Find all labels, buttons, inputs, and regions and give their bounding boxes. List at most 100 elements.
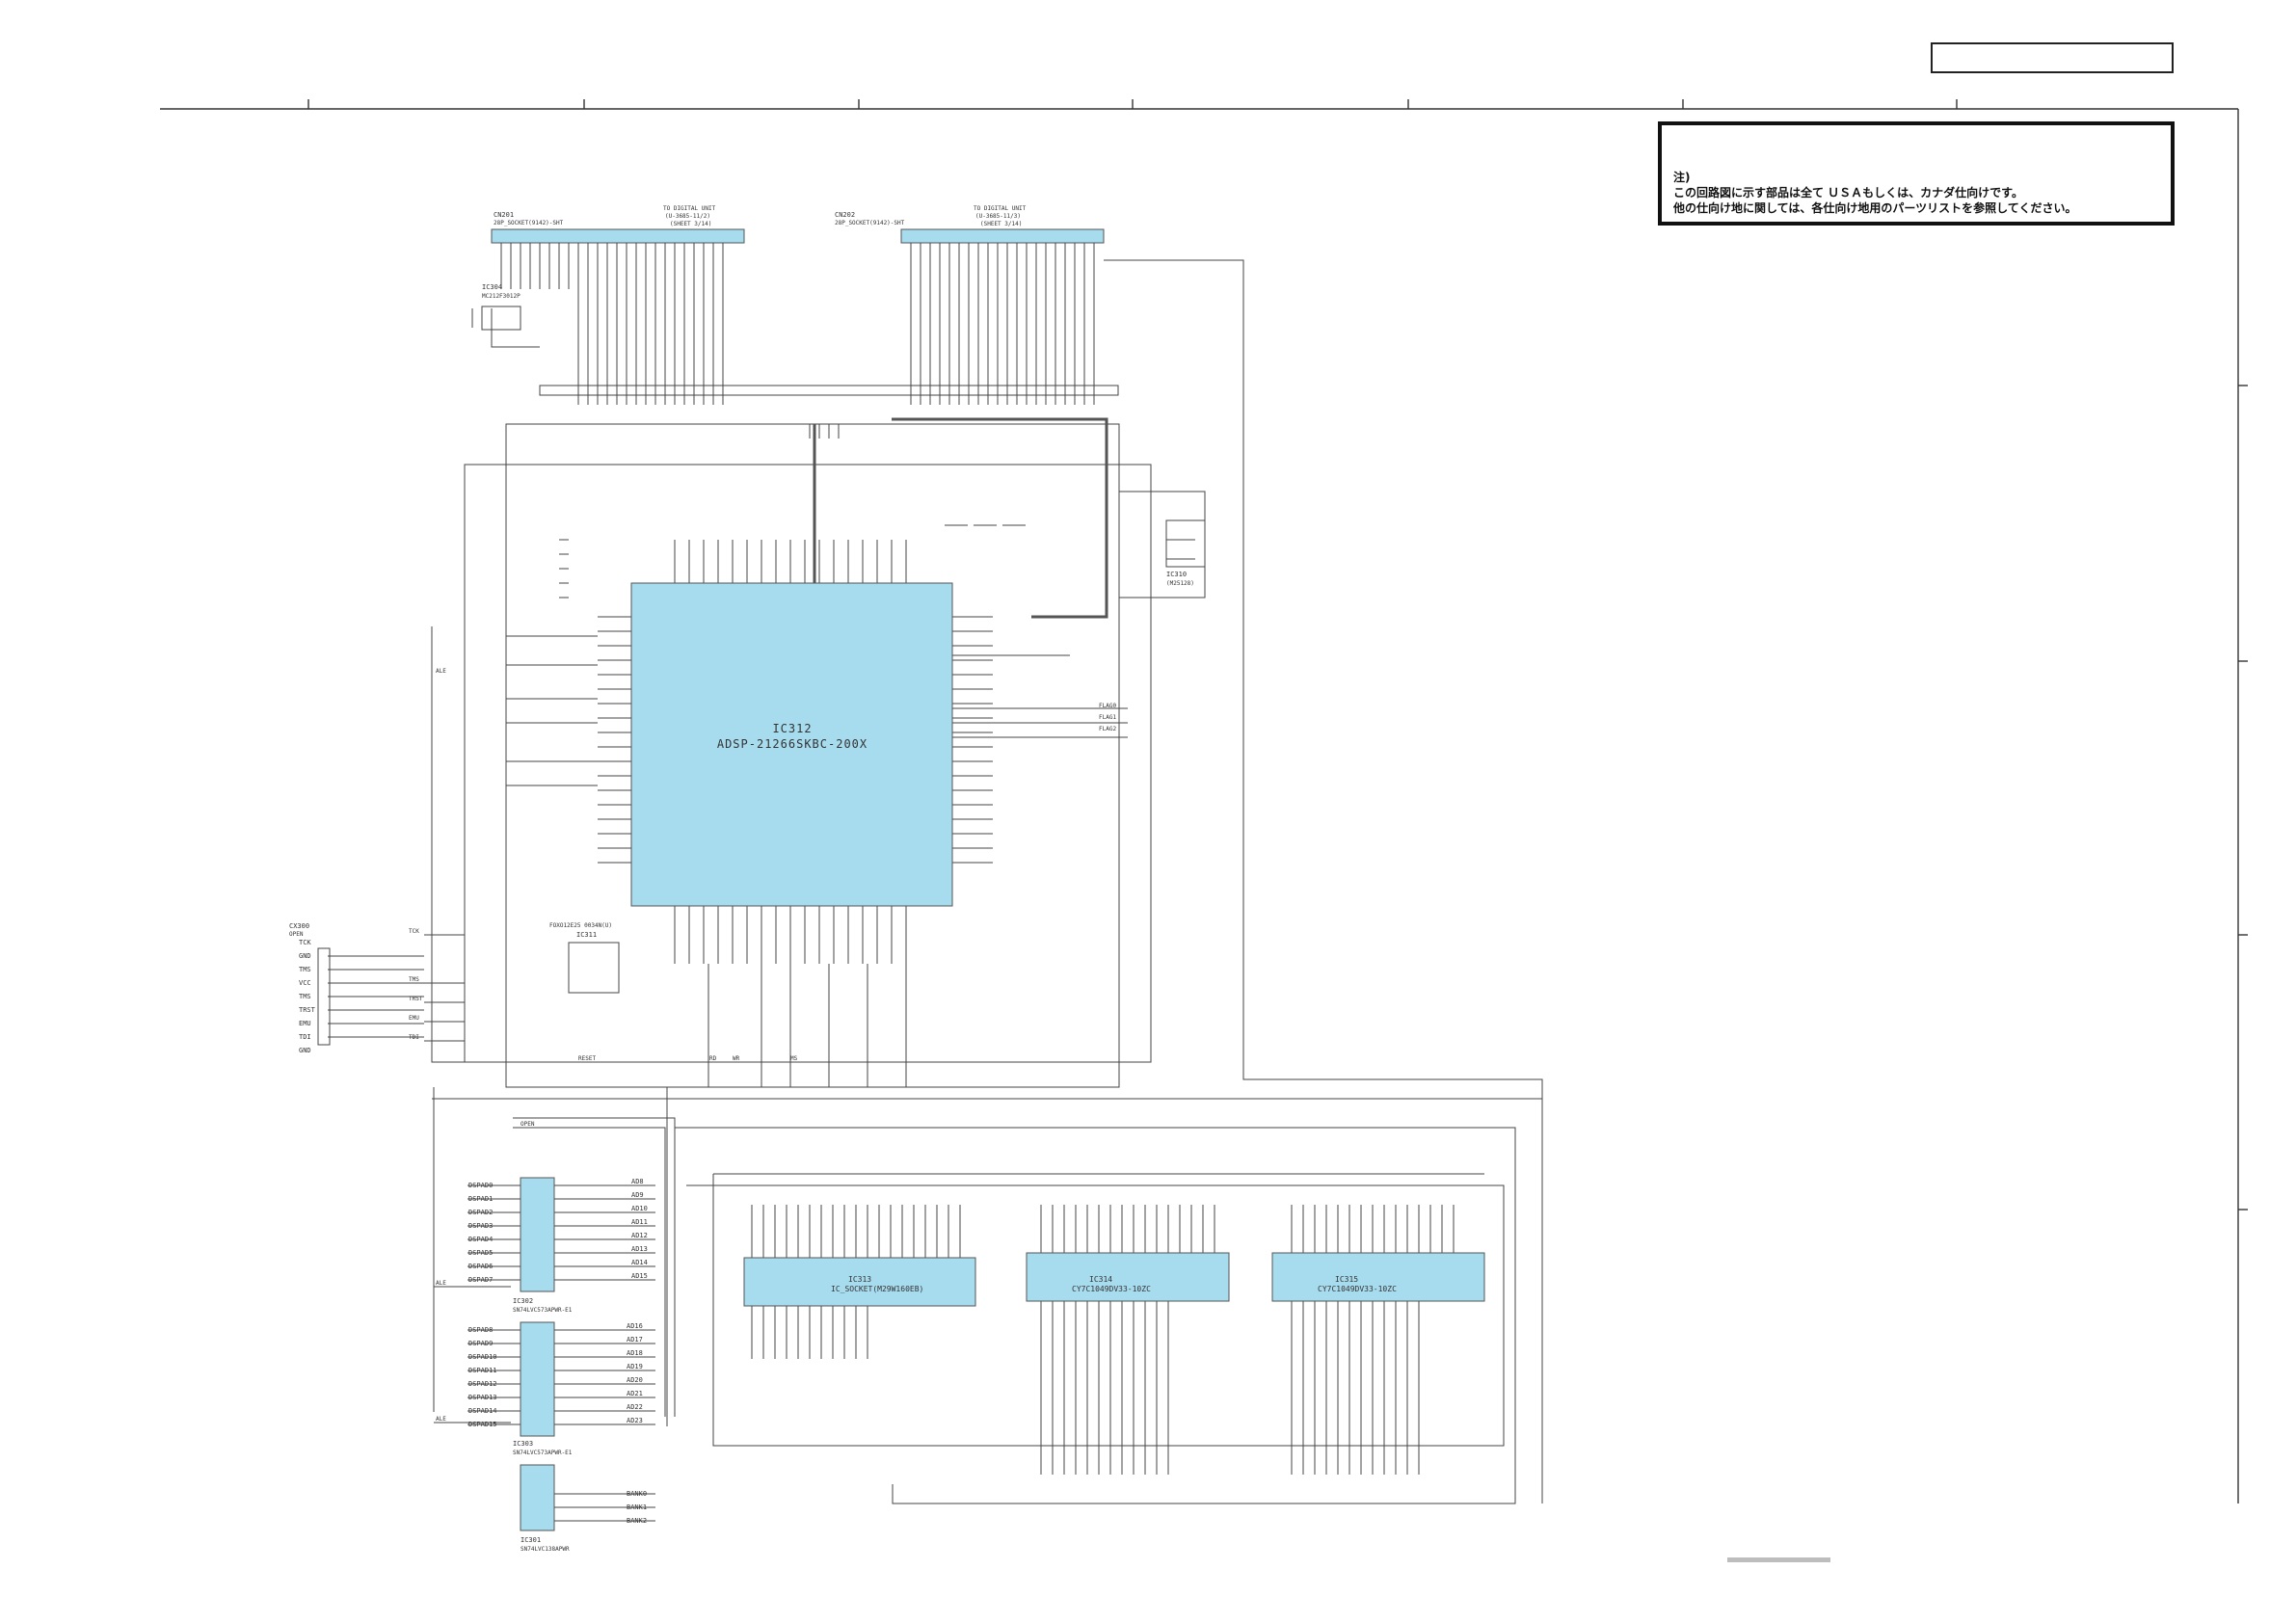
wr-label: WR	[733, 1055, 740, 1062]
cn201-to-sub: (U-3685-11/2)	[665, 213, 710, 220]
ic302-label: IC302	[513, 1297, 533, 1305]
dspad-3: DSPAD3	[468, 1222, 493, 1230]
note-box: 注) この回路図に示す部品は全て ＵＳＡもしくは、カナダ仕向けです。 他の仕向け…	[1658, 121, 2175, 226]
jtag-pin-0: TCK	[299, 939, 311, 946]
jtag-pin-8: GND	[299, 1047, 311, 1054]
ad-18: AD18	[627, 1349, 643, 1357]
ic302-part-label: SN74LVC573APWR-E1	[513, 1307, 573, 1314]
dspad-11: DSPAD11	[468, 1367, 497, 1374]
dspad-6: DSPAD6	[468, 1263, 493, 1270]
bank-1: BANK1	[627, 1503, 647, 1511]
ic314-ref: IC314	[1089, 1275, 1112, 1284]
ad-19: AD19	[627, 1363, 643, 1370]
ic315-part: CY7C1049DV33-10ZC	[1318, 1285, 1397, 1293]
flag-net-0: FLAG0	[1099, 703, 1116, 709]
address-out2: AD16 AD17 AD18 AD19 AD20 AD21 AD22 AD23	[627, 1322, 643, 1424]
jtag-pin-2: TMS	[299, 966, 311, 973]
jtag-net-1: TMS	[409, 976, 419, 983]
ic301-part-label: SN74LVC138APWR	[521, 1546, 570, 1553]
ad-15: AD15	[631, 1272, 648, 1280]
ic303-part-label: SN74LVC573APWR-E1	[513, 1450, 573, 1456]
flag-net-1: FLAG1	[1099, 714, 1116, 721]
dspad-12: DSPAD12	[468, 1380, 497, 1388]
dspad-2: DSPAD2	[468, 1209, 493, 1216]
cn202-ref: CN202	[835, 211, 855, 219]
ic315-sram: IC315 CY7C1049DV33-10ZC	[1271, 1252, 1485, 1302]
cx300-state: OPEN	[289, 931, 304, 938]
ale-label-1: ALE	[436, 1280, 446, 1287]
dspad-5: DSPAD5	[468, 1249, 493, 1257]
ad-9: AD9	[631, 1191, 644, 1199]
cn202-to-label: TO DIGITAL UNIT	[974, 205, 1027, 212]
cn202-to-sub: (U-3685-11/3)	[975, 213, 1021, 220]
jtag-pin-1: GND	[299, 952, 311, 960]
ad-10: AD10	[631, 1205, 648, 1212]
ad-13: AD13	[631, 1245, 648, 1253]
ic312-body	[630, 582, 953, 907]
jtag-connector	[317, 947, 331, 1046]
jtag-net-4: TDI	[409, 1034, 419, 1041]
ad-16: AD16	[627, 1322, 643, 1330]
jtag-pin-3: VCC	[299, 979, 311, 987]
flag-net-labels: FLAG0 FLAG1 FLAG2	[1099, 703, 1116, 732]
bank-0: BANK0	[627, 1490, 647, 1498]
note-line-2: 他の仕向け地に関しては、各仕向け地用のパーツリストを参照してください。	[1673, 201, 2077, 215]
bank-nets: BANK0 BANK1 BANK2	[627, 1490, 647, 1525]
dspad-14: DSPAD14	[468, 1407, 497, 1415]
ic315-ref: IC315	[1335, 1275, 1358, 1284]
ad-23: AD23	[627, 1417, 643, 1424]
cn201-to-label: TO DIGITAL UNIT	[663, 205, 716, 212]
ad-20: AD20	[627, 1376, 643, 1384]
rd-label: RD	[709, 1055, 717, 1062]
cn201-sheet: (SHEET 3/14)	[670, 221, 711, 227]
flag-net-2: FLAG2	[1099, 726, 1116, 732]
bank-2: BANK2	[627, 1517, 647, 1525]
small-ics	[481, 306, 1206, 994]
ale-label-2: ALE	[436, 1416, 446, 1423]
dspad-13: DSPAD13	[468, 1394, 497, 1401]
latch-ics	[520, 1177, 555, 1531]
wiring	[328, 228, 1543, 1522]
ic313-part: IC_SOCKET(M29W160EB)	[831, 1285, 923, 1293]
cn201-ref: CN201	[494, 211, 514, 219]
ale-label-3: ALE	[436, 668, 446, 675]
ic314-sram: IC314 CY7C1049DV33-10ZC	[1026, 1252, 1230, 1302]
ic311-part-label: FOXO12E25 0034N(U)	[549, 922, 612, 929]
ic310-part-label: (M25128)	[1166, 580, 1194, 587]
jtag-net-3: EMU	[409, 1015, 419, 1022]
page-number-box	[1931, 42, 2174, 73]
ic312-part: ADSP-21266SKBC-200X	[717, 737, 868, 751]
dspad-0: DSPAD0	[468, 1182, 493, 1189]
ic304-label: IC304	[482, 283, 502, 291]
jtag-pin-5: TRST	[299, 1006, 316, 1014]
cn202-type: 28P_SOCKET(9142)-SHT	[835, 220, 905, 226]
note-heading: 注)	[1673, 171, 1691, 184]
reset-label: RESET	[578, 1055, 596, 1062]
jtag-pin-7: TDI	[299, 1033, 311, 1041]
open-label: OPEN	[521, 1121, 535, 1128]
dspad-7: DSPAD7	[468, 1276, 493, 1284]
dspad-9: DSPAD9	[468, 1340, 493, 1347]
ad-11: AD11	[631, 1218, 648, 1226]
jtag-pin-6: EMU	[299, 1020, 311, 1027]
ad-17: AD17	[627, 1336, 643, 1344]
jtag-pin-labels: TCK GND TMS VCC TMS TRST EMU TDI GND	[299, 939, 316, 1054]
highlight-bus	[813, 417, 1108, 619]
jtag-net-2: TRST	[409, 996, 423, 1002]
address-nets-left: DSPAD0 DSPAD1 DSPAD2 DSPAD3 DSPAD4 DSPAD…	[468, 1182, 493, 1284]
cx300-ref: CX300	[289, 922, 309, 930]
dspad-4: DSPAD4	[468, 1236, 493, 1243]
ad-21: AD21	[627, 1390, 643, 1397]
ic313-socket: IC313 IC_SOCKET(M29W160EB)	[743, 1257, 976, 1307]
cn202-sheet: (SHEET 3/14)	[980, 221, 1022, 227]
dspad-15: DSPAD15	[468, 1421, 497, 1428]
ms-label: MS	[790, 1055, 798, 1062]
ic311-label: IC311	[576, 931, 597, 939]
ad-8: AD8	[631, 1178, 644, 1185]
ic303-label: IC303	[513, 1440, 533, 1448]
footer-bar	[1727, 1557, 1830, 1562]
ad-12: AD12	[631, 1232, 648, 1239]
ic310-label: IC310	[1166, 571, 1187, 578]
drawing-frame	[160, 99, 2248, 1503]
